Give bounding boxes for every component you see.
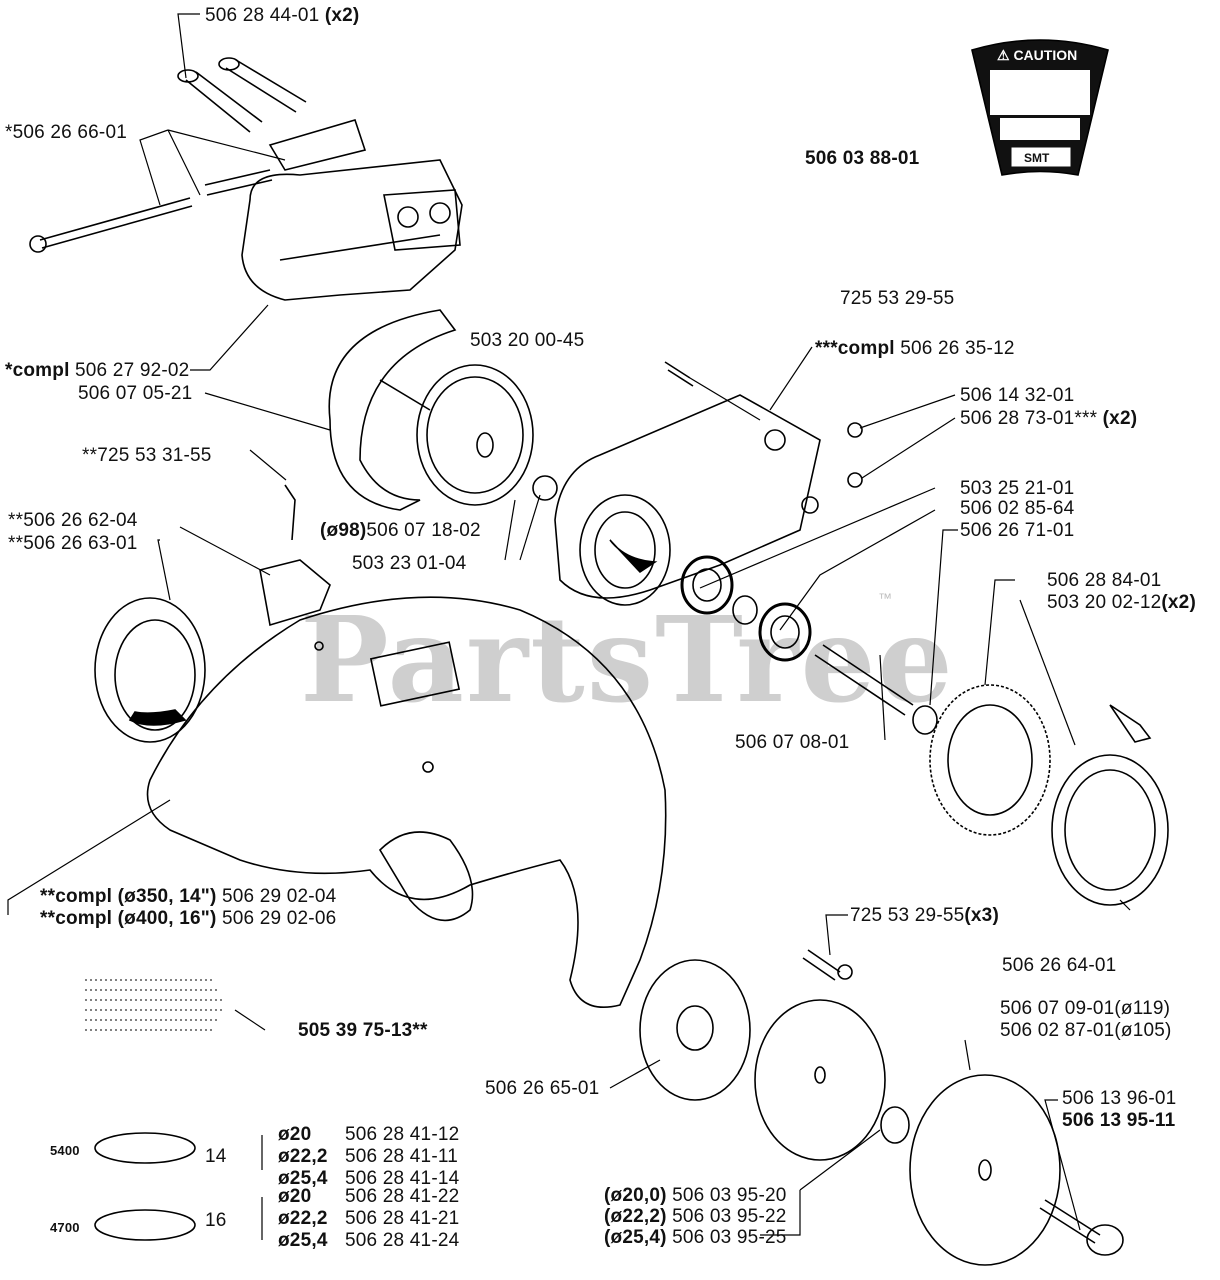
bolt-pair <box>177 57 307 133</box>
part-label: 506 26 64-01 <box>1002 955 1117 976</box>
part-label: *compl 506 27 92-02 <box>5 360 190 381</box>
size-label: 14 <box>205 1146 227 1167</box>
bore-label: ø25,4 <box>278 1168 328 1189</box>
part-label: 503 23 01-04 <box>352 553 467 574</box>
guard-clamp <box>94 484 331 743</box>
part-label: 506 26 71-01 <box>960 520 1075 541</box>
part-label: **compl (ø400, 16") 506 29 02-06 <box>40 908 337 929</box>
part-label: *506 26 66-01 <box>5 122 127 143</box>
caution-badge: SMT <box>1024 151 1050 165</box>
rpm-label: 4700 <box>50 1220 80 1235</box>
part-label: **725 53 31-55 <box>82 445 212 466</box>
part-label: 506 13 96-01 <box>1062 1088 1177 1109</box>
adjuster-screw <box>29 169 273 253</box>
part-label: 505 39 75-13** <box>298 1020 428 1041</box>
part-label: 506 26 65-01 <box>485 1078 600 1099</box>
part-label: 506 02 87-01(ø105) <box>1000 1020 1172 1041</box>
part-label: ***compl 506 26 35-12 <box>815 338 1015 359</box>
part-label: 506 07 09-01(ø119) <box>1000 998 1171 1019</box>
part-label: 506 02 85-64 <box>960 498 1075 519</box>
caution-decal: ⚠ CAUTION SMT <box>971 39 1109 176</box>
watermark-trademark: ™ <box>878 590 892 606</box>
belt-pulley <box>328 309 534 511</box>
belt-guard-cover <box>241 119 463 301</box>
part-label: 506 13 95-11 <box>1062 1110 1176 1131</box>
leader-lines <box>7 13 1131 1240</box>
part-label: **506 26 62-04 <box>8 510 138 531</box>
bore-label: ø20 <box>278 1186 312 1207</box>
part-label: 506 07 08-01 <box>735 732 850 753</box>
part-label: (ø22,2) 506 03 95-22 <box>604 1206 787 1227</box>
part-label: 506 28 44-01 (x2) <box>205 5 360 26</box>
part-label: 503 25 21-01 <box>960 478 1075 499</box>
bore-label: ø22,2 <box>278 1208 328 1229</box>
warning-plate <box>85 979 225 1031</box>
part-label: (ø98)506 07 18-02 <box>320 520 481 541</box>
part-label: 506 03 88-01 <box>805 148 920 169</box>
blade-part: 506 28 41-14 <box>345 1168 460 1189</box>
caution-title: ⚠ CAUTION <box>997 47 1077 63</box>
part-label: 506 07 05-21 <box>78 383 193 404</box>
part-label: (ø20,0) 506 03 95-20 <box>604 1185 787 1206</box>
part-label: 725 53 29-55 <box>840 288 955 309</box>
blade-flanges <box>639 949 1124 1266</box>
blade-part: 506 28 41-12 <box>345 1124 460 1145</box>
part-label: (ø25,4) 506 03 95-25 <box>604 1227 787 1248</box>
flange-rings <box>929 684 1169 906</box>
blade-part: 506 28 41-24 <box>345 1230 460 1251</box>
small-bolt-top <box>664 361 694 387</box>
blade-part: 506 28 41-22 <box>345 1186 460 1207</box>
bore-label: ø25,4 <box>278 1230 328 1251</box>
part-label: 506 28 73-01*** (x2) <box>960 408 1138 429</box>
blade-icons <box>94 1132 196 1241</box>
cutting-arm <box>554 394 863 606</box>
rpm-label: 5400 <box>50 1143 80 1158</box>
part-label: 506 14 32-01 <box>960 385 1075 406</box>
part-label: 725 53 29-55(x3) <box>850 905 999 926</box>
blade-guard <box>146 596 667 1009</box>
part-label: **compl (ø350, 14") 506 29 02-04 <box>40 886 337 907</box>
part-label: **506 26 63-01 <box>8 533 138 554</box>
part-label: 506 28 84-01 <box>1047 570 1162 591</box>
size-label: 16 <box>205 1210 227 1231</box>
blade-part: 506 28 41-21 <box>345 1208 460 1229</box>
blade-part: 506 28 41-11 <box>345 1146 458 1167</box>
bearing-set <box>532 475 938 735</box>
bore-label: ø22,2 <box>278 1146 328 1167</box>
part-label: 503 20 00-45 <box>470 330 585 351</box>
part-label: 503 20 02-12(x2) <box>1047 592 1196 613</box>
bore-label: ø20 <box>278 1124 312 1145</box>
